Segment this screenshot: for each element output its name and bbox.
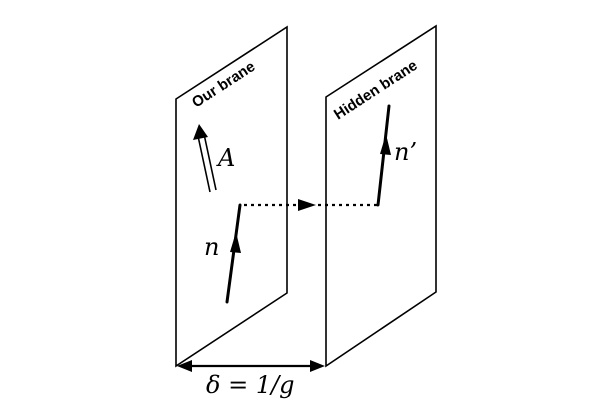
our-brane: Our brane [175, 25, 288, 368]
vector-arrow-head [193, 124, 208, 140]
hidden-neutron-arrowhead [380, 134, 391, 155]
brane-transition [244, 199, 378, 211]
vector-arrow-shaft-left [197, 135, 211, 193]
separation-arrowhead-right [310, 360, 325, 372]
vector-arrow-shaft-right [203, 133, 217, 191]
hidden-neutron-path [376, 104, 391, 207]
separation-label: δ = 1/g [206, 371, 295, 399]
neutron-label: n [204, 233, 219, 261]
hidden-brane-plane [325, 24, 437, 368]
transition-arrowhead [298, 199, 316, 211]
our-brane-plane [175, 25, 288, 368]
hidden-neutron-trajectory: n’ [376, 104, 417, 207]
hidden-brane: Hidden brane [325, 24, 437, 368]
hidden-neutron-label: n’ [394, 138, 417, 166]
vector-potential-arrow: A [193, 124, 235, 193]
separation-arrowhead-left [177, 360, 192, 372]
neutron-path [225, 203, 242, 304]
vector-potential-label: A [216, 144, 235, 172]
neutron-trajectory: n [204, 203, 242, 304]
separation-indicator: δ = 1/g [177, 360, 325, 399]
neutron-arrowhead [230, 232, 241, 253]
